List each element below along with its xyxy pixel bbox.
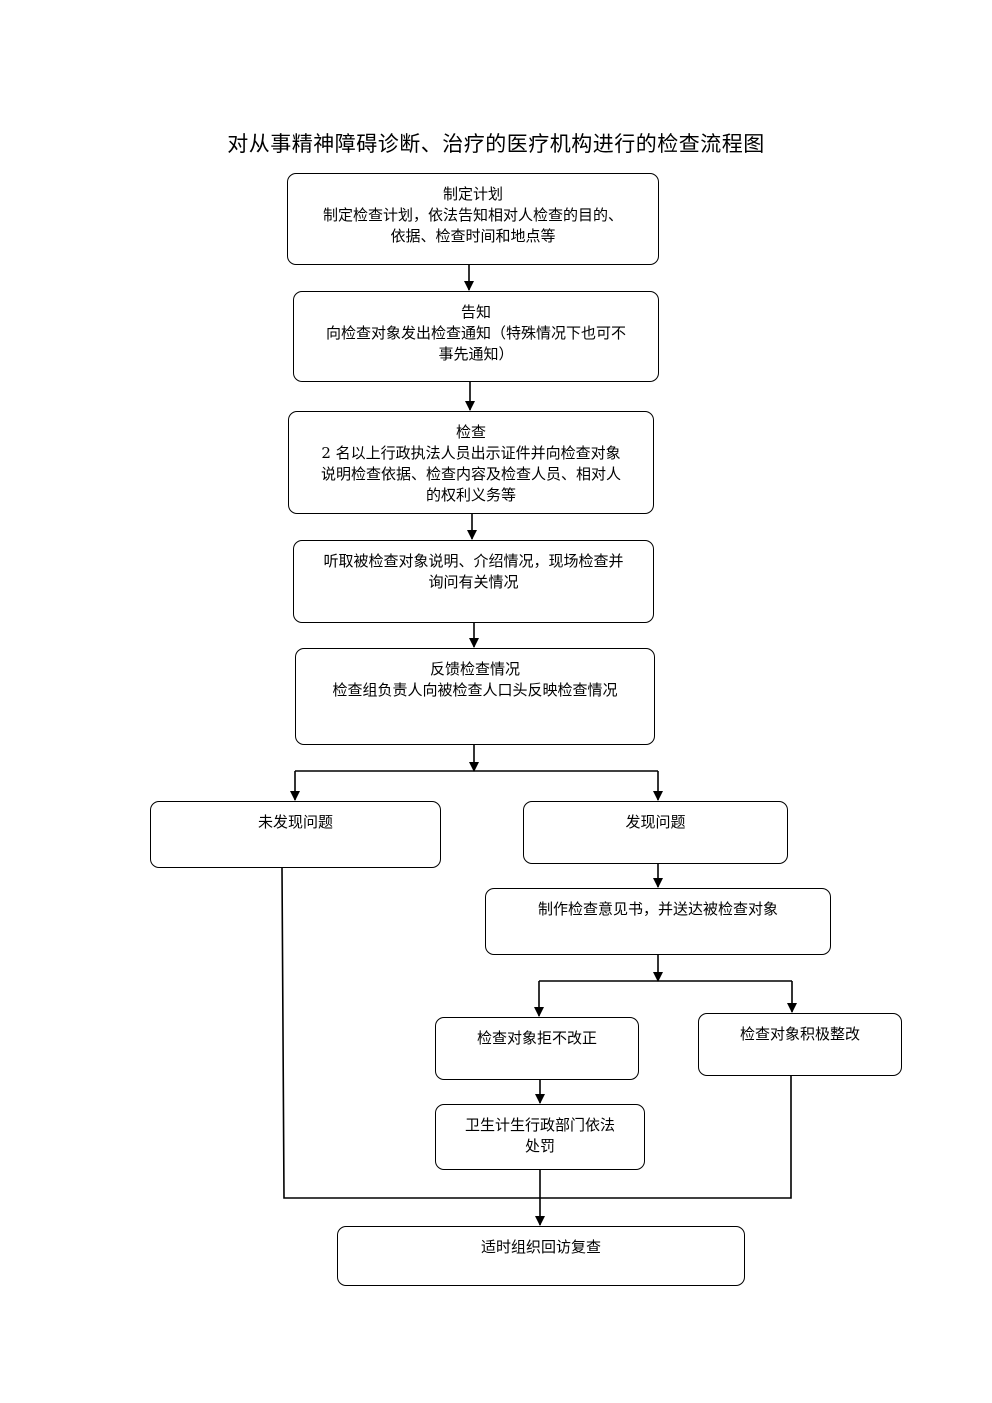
step-listen-line-2: 询问有关情况 bbox=[428, 573, 519, 591]
step-rectify-label: 检查对象积极整改 bbox=[739, 1025, 860, 1043]
step-notify-heading: 告知 bbox=[460, 303, 491, 321]
step-inspect-heading: 检查 bbox=[455, 423, 486, 441]
step-opinion: 制作检查意见书，并送达被检查对象 bbox=[485, 888, 831, 955]
step-refuse-label: 检查对象拒不改正 bbox=[476, 1029, 597, 1047]
step-plan: 制定计划 制定检查计划，依法告知相对人检查的目的、 依据、检查时间和地点等 bbox=[287, 173, 659, 265]
step-notify-line-2: 事先通知） bbox=[438, 345, 514, 363]
step-penalty: 卫生计生行政部门依法 处罚 bbox=[435, 1104, 645, 1170]
step-feedback-line-1: 检查组负责人向被检查人口头反映检查情况 bbox=[332, 681, 618, 699]
step-opinion-label: 制作检查意见书，并送达被检查对象 bbox=[537, 900, 778, 918]
line-no-problem-down bbox=[281, 867, 540, 1199]
step-feedback-heading: 反馈检查情况 bbox=[429, 660, 520, 678]
line-rectify-down bbox=[540, 1076, 792, 1199]
step-inspect-line-3: 的权利义务等 bbox=[425, 486, 516, 504]
step-notify: 告知 向检查对象发出检查通知（特殊情况下也可不 事先通知） bbox=[293, 291, 659, 382]
step-problem: 发现问题 bbox=[523, 801, 788, 864]
step-no-problem: 未发现问题 bbox=[150, 801, 441, 868]
step-plan-line-2: 依据、检查时间和地点等 bbox=[390, 227, 556, 245]
step-listen: 听取被检查对象说明、介绍情况，现场检查并 询问有关情况 bbox=[293, 540, 654, 623]
step-no-problem-label: 未发现问题 bbox=[257, 813, 333, 831]
step-refuse: 检查对象拒不改正 bbox=[435, 1017, 639, 1080]
step-inspect-line-2: 说明检查依据、检查内容及检查人员、相对人 bbox=[320, 465, 621, 483]
step-feedback: 反馈检查情况 检查组负责人向被检查人口头反映检查情况 bbox=[295, 648, 655, 745]
diagram-title: 对从事精神障碍诊断、治疗的医疗机构进行的检查流程图 bbox=[227, 132, 765, 156]
step-inspect-line-1: 2 名以上行政执法人员出示证件并向检查对象 bbox=[321, 444, 621, 462]
step-recheck-label: 适时组织回访复查 bbox=[480, 1238, 601, 1256]
step-listen-line-1: 听取被检查对象说明、介绍情况，现场检查并 bbox=[323, 552, 624, 570]
step-problem-label: 发现问题 bbox=[625, 813, 686, 831]
step-notify-line-1: 向检查对象发出检查通知（特殊情况下也可不 bbox=[325, 324, 626, 342]
step-recheck: 适时组织回访复查 bbox=[337, 1226, 745, 1286]
step-inspect: 检查 2 名以上行政执法人员出示证件并向检查对象 说明检查依据、检查内容及检查人… bbox=[288, 411, 654, 514]
step-plan-line-1: 制定检查计划，依法告知相对人检查的目的、 bbox=[322, 206, 623, 224]
step-penalty-line-1: 卫生计生行政部门依法 bbox=[464, 1116, 615, 1134]
step-plan-heading: 制定计划 bbox=[442, 185, 503, 203]
step-rectify: 检查对象积极整改 bbox=[698, 1013, 902, 1076]
step-penalty-line-2: 处罚 bbox=[524, 1137, 555, 1155]
